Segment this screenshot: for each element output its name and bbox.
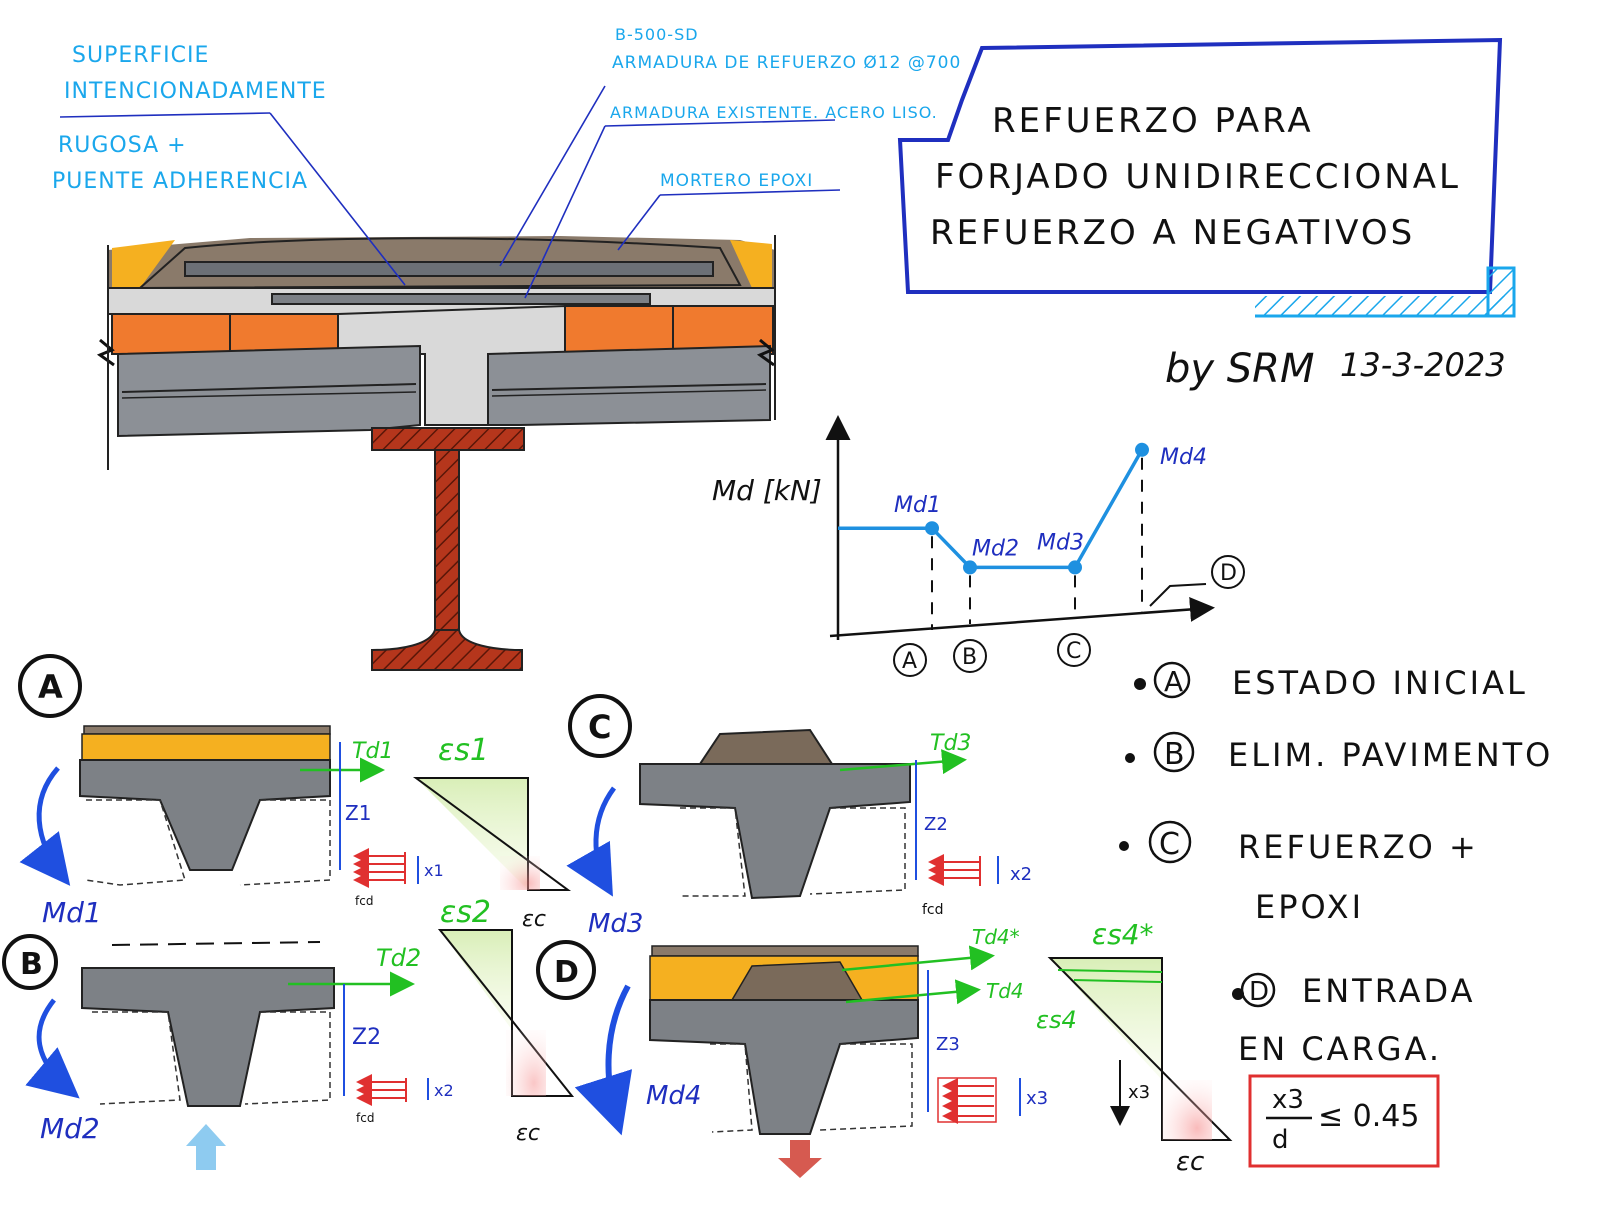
legend-key-a: A xyxy=(1164,665,1183,698)
chart-point-label-1: Md1 xyxy=(894,493,941,518)
title-line-2: FORJADO UNIDIRECCIONAL xyxy=(935,157,1461,197)
note-rebar: ARMADURA DE REFUERZO Ø12 @700 xyxy=(612,53,961,73)
panel-d-eps-s-star: εs4* xyxy=(1092,918,1154,951)
chart-stage-circle-b xyxy=(953,639,987,673)
title-box: REFUERZO PARA FORJADO UNIDIRECCIONAL REF… xyxy=(897,37,1516,318)
chart-point-2 xyxy=(963,560,977,575)
legend-key-c: C xyxy=(1159,827,1180,862)
panel-a-depth: x1 xyxy=(424,861,444,880)
panel-b-eps-c: εc xyxy=(516,1121,540,1146)
title-line-3: REFUERZO A NEGATIVOS xyxy=(930,213,1415,253)
panel-b-fcd: fcd xyxy=(356,1111,374,1125)
legend-item-d: ENTRADA xyxy=(1302,972,1476,1010)
formula-rhs: ≤ 0.45 xyxy=(1318,1099,1419,1134)
chart-point-4 xyxy=(1135,442,1149,457)
panel-b-moment: Md2 xyxy=(40,1112,100,1145)
author-signature: by SRM xyxy=(1165,346,1314,392)
chart-stage-circle-c xyxy=(1057,633,1091,667)
stage-legend: A ESTADO INICIAL B ELIM. PAVIMENTO C REF… xyxy=(1119,661,1553,1068)
chart-point-label-4: Md4 xyxy=(1160,445,1207,470)
chart-ylabel: Md [kN] xyxy=(712,474,822,507)
annotation-leaders xyxy=(59,85,841,299)
panel-a-lever: Z1 xyxy=(345,801,371,825)
main-section-drawing xyxy=(96,235,776,671)
legend-item-a: ESTADO INICIAL xyxy=(1232,664,1528,702)
panel-a-label: A xyxy=(38,668,63,706)
title-line-1: REFUERZO PARA xyxy=(992,101,1314,141)
panel-c-label: C xyxy=(588,708,611,746)
chart-point-label-2: Md2 xyxy=(972,536,1019,561)
panel-d-eps-s: εs4 xyxy=(1036,1006,1077,1034)
note-steel-grade: B-500-SD xyxy=(615,25,699,44)
panel-d-x3: x3 xyxy=(1128,1082,1150,1103)
chart-stage-labels: A B C D xyxy=(893,555,1245,677)
legend-item-c-2: EPOXI xyxy=(1255,888,1364,926)
panel-a: A Md1 Td1 Z1 x1 fcd εs1 εc xyxy=(18,654,572,932)
panel-b: B Md2 Td2 Z2 x2 fcd εs2 εc xyxy=(2,895,575,1170)
note-intentional: INTENCIONADAMENTE xyxy=(64,79,327,104)
panel-d: D Md4 Td4* Td4 Z3 x3 εs4* εs4 x3 εc xyxy=(536,918,1233,1178)
chart-stage-d-leader xyxy=(1149,583,1207,607)
panel-b-depth: x2 xyxy=(434,1081,454,1100)
panel-c-lever: Z2 xyxy=(924,814,948,835)
panel-d-depth: x3 xyxy=(1026,1088,1048,1109)
legend-key-d: D xyxy=(1249,977,1269,1007)
chart-guides xyxy=(931,457,1143,630)
panel-a-eps-s: εs1 xyxy=(438,733,489,768)
panel-d-eps-c: εc xyxy=(1176,1147,1204,1177)
panel-b-label: B xyxy=(20,947,43,982)
chart-stage-circle-d xyxy=(1211,555,1245,589)
drawing-date: 13-3-2023 xyxy=(1340,346,1506,384)
panel-c-tension: Td3 xyxy=(930,731,971,756)
chart-point-label-3: Md3 xyxy=(1037,530,1084,555)
chart-stage-label-a: A xyxy=(902,649,917,674)
note-bond-bridge: PUENTE ADHERENCIA xyxy=(52,169,308,194)
chart-stage-label-d: D xyxy=(1220,561,1237,586)
chart-x-axis xyxy=(829,597,1215,638)
legend-item-d-2: EN CARGA. xyxy=(1238,1030,1442,1068)
panel-d-lever: Z3 xyxy=(936,1034,960,1055)
panel-d-tension: Td4 xyxy=(986,979,1024,1003)
panel-c-depth: x2 xyxy=(1010,864,1032,885)
panel-a-eps-c: εc xyxy=(522,907,546,932)
panel-d-label: D xyxy=(554,955,579,990)
chart-point-3 xyxy=(1068,560,1082,575)
panel-c: C Md3 Td3 Z2 x2 fcd xyxy=(566,694,1032,939)
panel-c-moment: Md3 xyxy=(588,909,643,939)
chart-stage-circle-a xyxy=(893,643,927,677)
legend-item-b: ELIM. PAVIMENTO xyxy=(1228,736,1553,774)
chart-stage-label-b: B xyxy=(962,645,977,670)
panel-a-tension: Td1 xyxy=(352,739,393,764)
panel-c-fcd: fcd xyxy=(922,902,944,918)
formula-denominator: d xyxy=(1272,1125,1289,1155)
panel-b-tension: Td2 xyxy=(376,944,421,972)
note-existing: ARMADURA EXISTENTE. ACERO LISO. xyxy=(610,103,938,122)
panel-b-eps-s: εs2 xyxy=(440,895,491,930)
legend-item-c: REFUERZO + xyxy=(1238,828,1479,866)
formula-numerator: x3 xyxy=(1272,1085,1304,1115)
panel-a-moment: Md1 xyxy=(42,896,102,929)
panel-d-moment: Md4 xyxy=(646,1081,701,1111)
chart-points xyxy=(925,442,1149,575)
chart-stage-label-c: C xyxy=(1066,639,1081,664)
legend-key-b: B xyxy=(1164,737,1185,772)
note-mortar: MORTERO EPOXI xyxy=(660,171,813,191)
note-surface: SUPERFICIE xyxy=(72,43,209,68)
note-rough: RUGOSA + xyxy=(58,133,187,158)
panel-d-tension-star: Td4* xyxy=(972,925,1020,949)
panel-a-fcd: fcd xyxy=(355,894,373,908)
chart-point-1 xyxy=(925,521,939,536)
panel-b-lever: Z2 xyxy=(352,1025,381,1050)
ductility-formula: x3 d ≤ 0.45 xyxy=(1248,1074,1440,1168)
